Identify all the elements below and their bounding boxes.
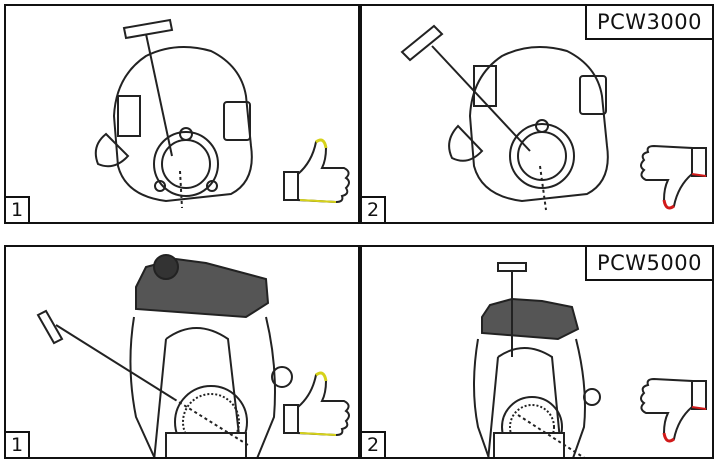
panel-number: 2: [362, 431, 386, 457]
panel-bottom-left: 1: [4, 245, 360, 459]
panel-number: 2: [362, 196, 386, 222]
panel-bottom-right: PCW5000 2: [360, 245, 714, 459]
thumbs-down-icon: [640, 377, 707, 443]
thumbs-down-icon: [640, 144, 707, 210]
panel-top-right: PCW3000 2: [360, 4, 714, 224]
engine-illustration-pcw3000-correct: [94, 18, 350, 209]
model-label: PCW5000: [584, 247, 712, 281]
thumbs-up-icon: [283, 138, 350, 204]
thumbs-up-icon: [283, 371, 350, 437]
panel-top-left: 1: [4, 4, 360, 224]
engine-illustration-pcw5000-incorrect: [473, 262, 707, 457]
model-label: PCW3000: [584, 6, 712, 40]
panel-number: 1: [6, 196, 30, 222]
engine-illustration-pcw5000-correct: [36, 254, 350, 457]
panel-number: 1: [6, 431, 30, 457]
engine-illustration-pcw3000-incorrect: [400, 24, 707, 211]
